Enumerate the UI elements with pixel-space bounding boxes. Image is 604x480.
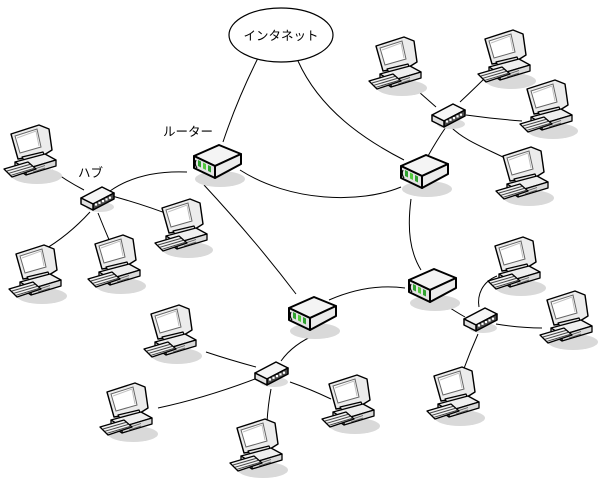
edge-hub-2-computer-8 — [449, 125, 508, 160]
computer-icon-8 — [495, 146, 555, 207]
computer-icon-12 — [143, 304, 203, 365]
hub-icon-2 — [431, 103, 466, 130]
edge-hub-3-computer-14 — [266, 388, 272, 423]
hub-icon-4 — [463, 307, 498, 334]
edge-hub-4-computer-11 — [462, 333, 479, 372]
edge-hub-4-computer-9 — [478, 275, 498, 308]
computer-icon-11 — [426, 366, 486, 427]
edge-internet-router-1 — [222, 57, 259, 143]
edge-hub-2-computer-7 — [465, 114, 523, 122]
router-icon-4 — [408, 268, 461, 312]
edge-hub-1-computer-3 — [41, 211, 91, 252]
computer-icon-2 — [154, 198, 214, 259]
computer-icon-9 — [487, 236, 547, 297]
computer-icon-4 — [87, 234, 147, 295]
computer-icon-15 — [321, 374, 381, 435]
edge-hub-1-computer-4 — [97, 212, 111, 243]
computer-icon-6 — [477, 29, 537, 90]
edge-router-1-router-2 — [239, 169, 402, 199]
edge-internet-router-2 — [297, 60, 405, 161]
computer-icon-3 — [8, 244, 68, 305]
internet-label: インタネット — [243, 29, 318, 43]
edge-router-1-hub-1 — [109, 171, 188, 192]
edge-hub-3-computer-15 — [289, 381, 332, 400]
edge-hub-3-computer-13 — [157, 378, 256, 409]
computer-icon-13 — [99, 382, 159, 443]
computer-icon-14 — [229, 418, 289, 479]
edge-hub-2-computer-5 — [418, 91, 437, 108]
computers-layer — [3, 29, 599, 479]
edge-hub-4-computer-10 — [495, 323, 543, 329]
internet-cloud: インタネット — [228, 7, 334, 63]
labels-layer: ルーター ハブ — [78, 125, 213, 180]
edge-router-1-router-3 — [203, 184, 297, 295]
computer-icon-5 — [368, 36, 428, 97]
routers-layer — [193, 144, 461, 340]
edge-router-2-router-4 — [408, 198, 422, 271]
router-label: ルーター — [163, 125, 213, 139]
hub-label: ハブ — [78, 165, 104, 180]
edge-hub-3-computer-12 — [205, 351, 257, 368]
edge-router-2-hub-2 — [427, 126, 447, 157]
hub-icon-1 — [80, 186, 115, 213]
router-icon-2 — [400, 154, 453, 198]
computer-icon-10 — [539, 290, 599, 351]
router-icon-1 — [193, 144, 246, 188]
computer-icon-7 — [519, 79, 579, 140]
edge-router-3-router-4 — [328, 286, 406, 301]
hubs-layer — [80, 103, 498, 388]
hub-icon-3 — [254, 361, 289, 388]
router-icon-3 — [288, 296, 341, 340]
computer-icon-1 — [3, 124, 63, 185]
